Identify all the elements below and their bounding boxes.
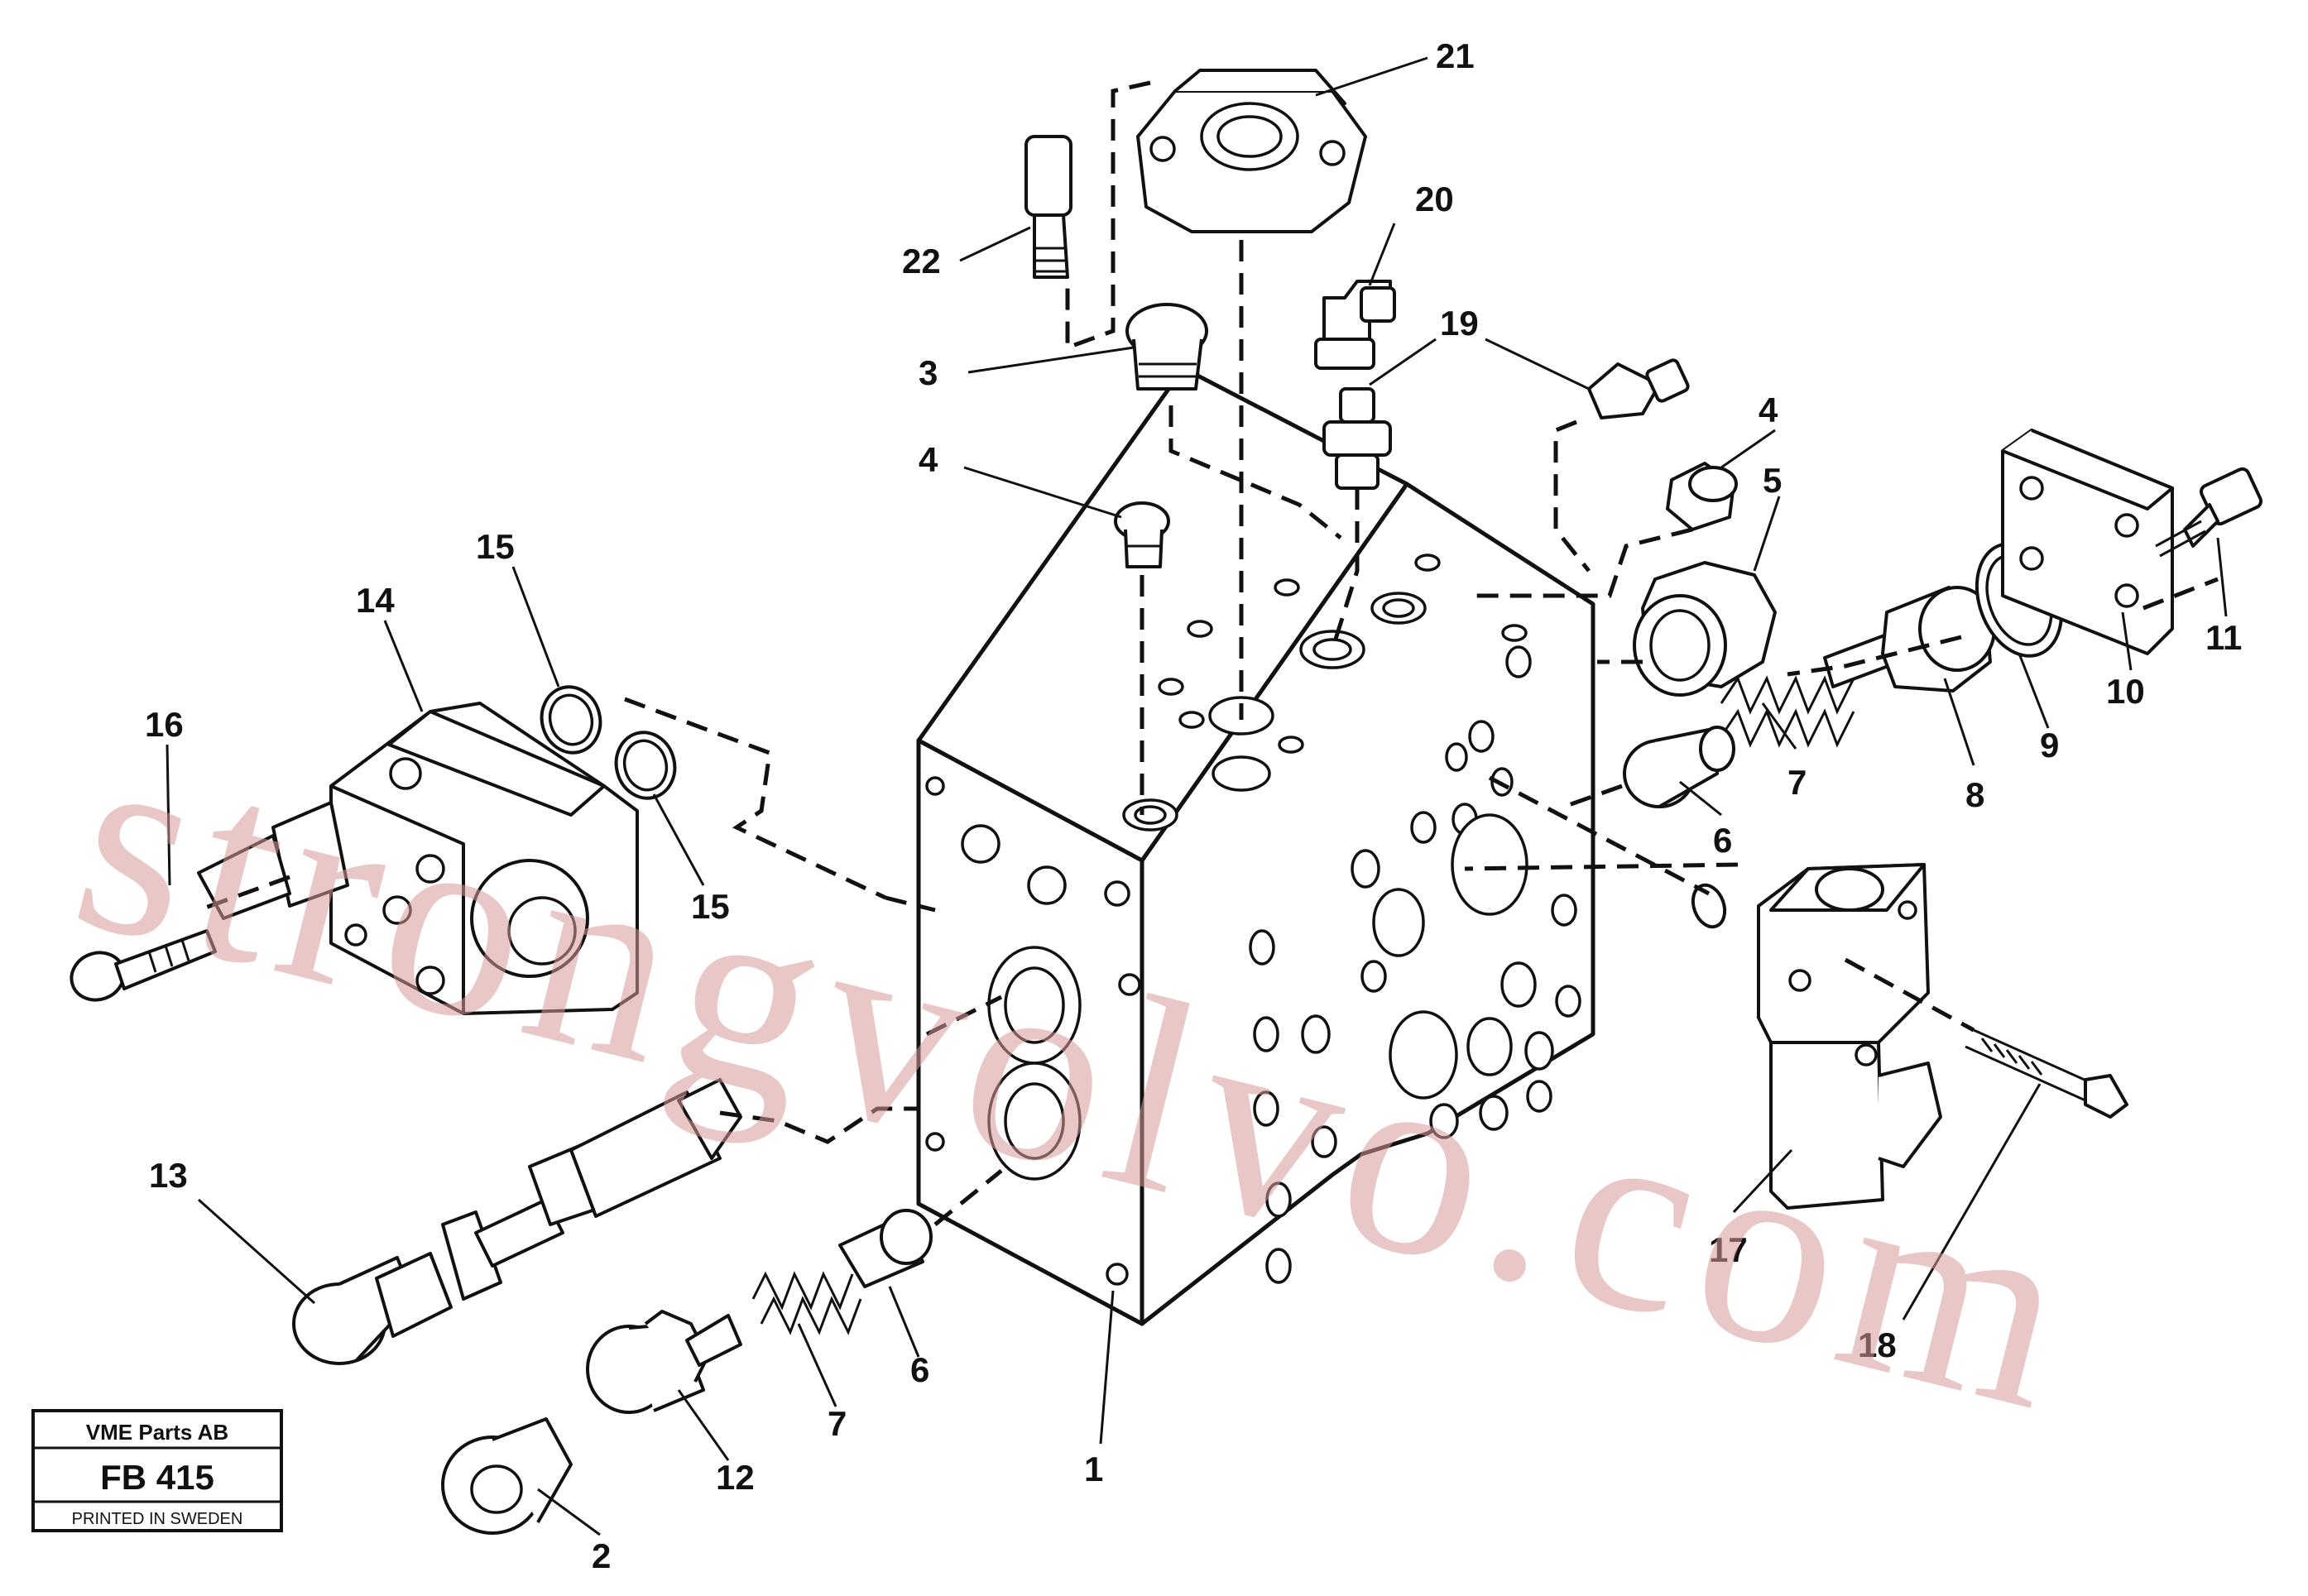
nipple-19-a xyxy=(1322,387,1392,490)
callout-3: 3 xyxy=(919,353,938,392)
callout-21: 21 xyxy=(1436,36,1475,75)
callout-6-right: 6 xyxy=(1713,821,1732,860)
piston-6-left xyxy=(838,1209,933,1288)
callout-4-left: 4 xyxy=(919,440,938,479)
pilot-valve-14 xyxy=(197,702,639,1015)
plug-4-left xyxy=(1114,501,1170,568)
solenoid-valve-17 xyxy=(1757,863,1942,1210)
callout-19: 19 xyxy=(1440,304,1479,343)
callout-2: 2 xyxy=(592,1536,611,1575)
screw-16 xyxy=(70,929,217,1002)
callout-12: 12 xyxy=(716,1458,755,1497)
valve-12 xyxy=(586,1310,742,1414)
valve-piston-8 xyxy=(1823,586,1996,693)
assembly-lines xyxy=(198,80,2219,1226)
screw-11 xyxy=(2155,467,2263,558)
plug-2 xyxy=(441,1417,573,1535)
callout-16: 16 xyxy=(145,705,184,744)
spring-7-left xyxy=(751,1271,862,1335)
callout-18: 18 xyxy=(1858,1325,1897,1364)
stamp-printed: PRINTED IN SWEDEN xyxy=(72,1510,243,1528)
piston-6-right xyxy=(1623,726,1735,808)
callout-10: 10 xyxy=(2106,672,2145,711)
callout-13: 13 xyxy=(149,1156,188,1195)
stamp-company: VME Parts AB xyxy=(86,1420,228,1445)
plug-5 xyxy=(1633,561,1777,697)
cover-10 xyxy=(2001,429,2174,655)
callout-1: 1 xyxy=(1084,1450,1103,1488)
callout-11: 11 xyxy=(2205,618,2242,657)
callout-14: 14 xyxy=(356,581,395,620)
callout-17: 17 xyxy=(1709,1230,1748,1269)
callout-5: 5 xyxy=(1763,461,1782,500)
callout-22: 22 xyxy=(902,242,941,280)
stamp-box: VME Parts AB FB 415 PRINTED IN SWEDEN xyxy=(31,1409,283,1532)
elbow-fitting-20 xyxy=(1314,280,1396,370)
o-ring-15-a xyxy=(540,685,602,755)
callout-7-left: 7 xyxy=(828,1404,847,1443)
nipple-19-b xyxy=(1587,358,1690,419)
callout-20: 20 xyxy=(1415,180,1454,218)
callout-8: 8 xyxy=(1965,775,1984,814)
callout-9: 9 xyxy=(2040,726,2059,764)
callout-15-bottom: 15 xyxy=(691,887,730,926)
callout-6-left: 6 xyxy=(910,1350,929,1389)
callout-4-right: 4 xyxy=(1759,391,1778,429)
plug-3 xyxy=(1125,303,1208,391)
bolt-18 xyxy=(1965,1028,2128,1119)
callout-labels: 1 2 3 4 4 5 6 6 7 7 8 9 10 11 12 13 14 1… xyxy=(145,36,2242,1575)
plug-4-right xyxy=(1666,462,1738,531)
callout-7-right: 7 xyxy=(1787,763,1807,802)
valve-block xyxy=(916,366,1595,1326)
screw-22 xyxy=(1024,135,1072,279)
callout-15-top: 15 xyxy=(476,527,515,566)
spring-7-right xyxy=(1720,675,1855,748)
spool-13 xyxy=(292,1078,742,1365)
o-ring-15-b xyxy=(614,731,677,800)
leader-lines xyxy=(166,56,2228,1536)
stamp-code: FB 415 xyxy=(100,1458,214,1497)
o-ring-small xyxy=(1691,883,1727,929)
flange-part xyxy=(1136,69,1367,233)
